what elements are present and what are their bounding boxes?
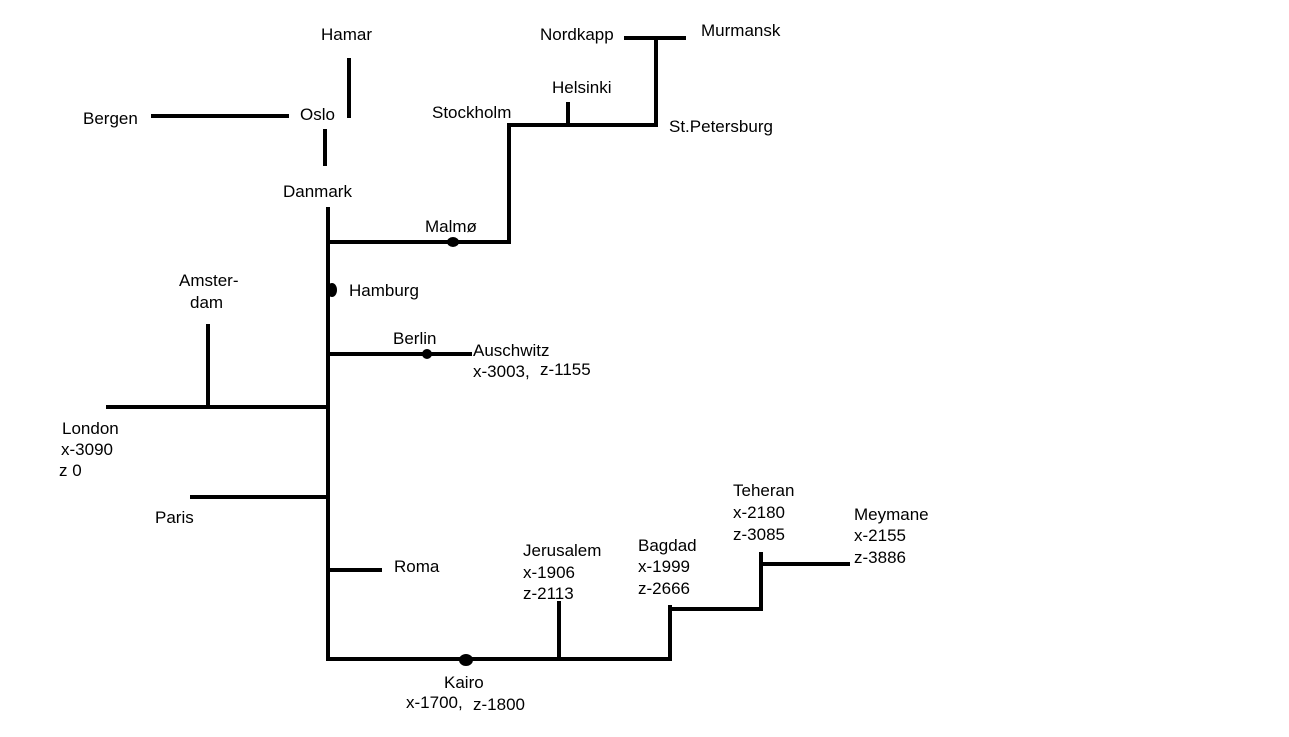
hamburg-dot (327, 283, 337, 297)
label-london: London (62, 419, 119, 438)
label-berlin: Berlin (393, 329, 437, 348)
label-bagdad-x: x-1999 (638, 557, 690, 576)
label-jerusalem-x: x-1906 (523, 563, 575, 582)
label-teheran: Teheran (733, 481, 795, 500)
label-meymane: Meymane (854, 505, 929, 524)
label-bagdad: Bagdad (638, 536, 697, 555)
label-kairo-z: z-1800 (473, 695, 525, 714)
label-auschwitz-z: z-1155 (540, 360, 591, 379)
label-kairo-x: x-1700, (406, 693, 463, 712)
label-oslo: Oslo (300, 105, 335, 124)
label-auschwitz-x: x-3003, (473, 362, 530, 381)
label-malmo: Malmø (425, 217, 477, 236)
label-meymane-x: x-2155 (854, 526, 906, 545)
label-bagdad-z: z-2666 (638, 579, 690, 598)
label-jerusalem: Jerusalem (523, 541, 602, 560)
label-amsterdam-line2: dam (190, 293, 224, 312)
label-nordkapp: Nordkapp (540, 25, 614, 44)
label-amsterdam-line1: Amster- (179, 271, 239, 290)
label-meymane-z: z-3886 (854, 548, 906, 567)
malmo-dot (447, 237, 459, 247)
label-teheran-z: z-3085 (733, 525, 785, 544)
label-murmansk: Murmansk (701, 21, 781, 40)
label-auschwitz: Auschwitz (473, 341, 550, 360)
kairo-dot (459, 654, 473, 666)
label-danmark: Danmark (283, 182, 352, 201)
label-paris: Paris (155, 508, 194, 527)
label-teheran-x: x-2180 (733, 503, 785, 522)
label-stockholm: Stockholm (432, 103, 512, 122)
label-hamburg: Hamburg (349, 281, 419, 300)
label-helsinki: Helsinki (552, 78, 612, 97)
label-stpetersburg: St.Petersburg (669, 117, 773, 136)
label-bergen: Bergen (83, 109, 138, 128)
label-roma: Roma (394, 557, 440, 576)
label-london-z: z 0 (59, 461, 82, 480)
label-kairo: Kairo (444, 673, 484, 692)
label-london-x: x-3090 (61, 440, 113, 459)
label-jerusalem-z: z-2113 (523, 584, 574, 603)
label-hamar: Hamar (321, 25, 373, 44)
berlin-dot (422, 349, 432, 359)
